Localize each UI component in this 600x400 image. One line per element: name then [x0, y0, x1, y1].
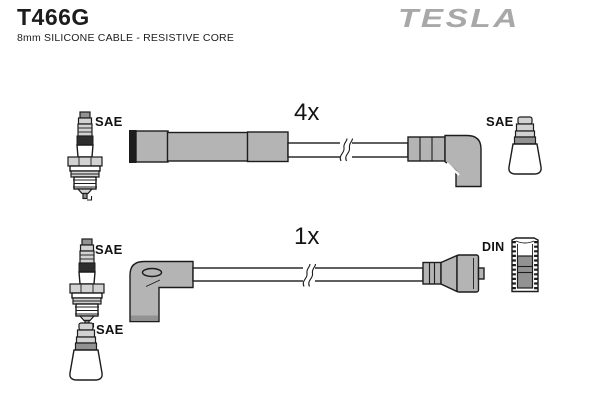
sae-label-top-terminal: SAE — [486, 114, 514, 129]
sae-label-top-plug: SAE — [95, 114, 123, 129]
din-terminal-illustration — [511, 237, 539, 293]
quantity-label-top: 4x — [294, 99, 320, 126]
part-number-title: T466G — [17, 4, 90, 30]
sae-label-bottom-plug: SAE — [95, 242, 123, 257]
distributor-terminal-bottom-illustration — [422, 254, 485, 293]
quantity-label-bottom: 1x — [294, 223, 320, 250]
cable-break-icon — [302, 262, 317, 289]
cable-bottom-illustration — [192, 262, 424, 289]
product-subtitle: 8mm SILICONE CABLE - RESISTIVE CORE — [17, 32, 235, 44]
brand-logo: TESLA — [398, 3, 520, 33]
straight-boot-top-illustration — [129, 130, 289, 163]
cable-top-illustration — [287, 137, 409, 163]
sae-label-bottom-boot: SAE — [96, 322, 124, 337]
elbow-boot-bottom-illustration — [129, 260, 194, 323]
elbow-boot-top-illustration — [407, 134, 482, 188]
cable-break-icon — [339, 137, 354, 163]
din-label: DIN — [482, 240, 505, 254]
